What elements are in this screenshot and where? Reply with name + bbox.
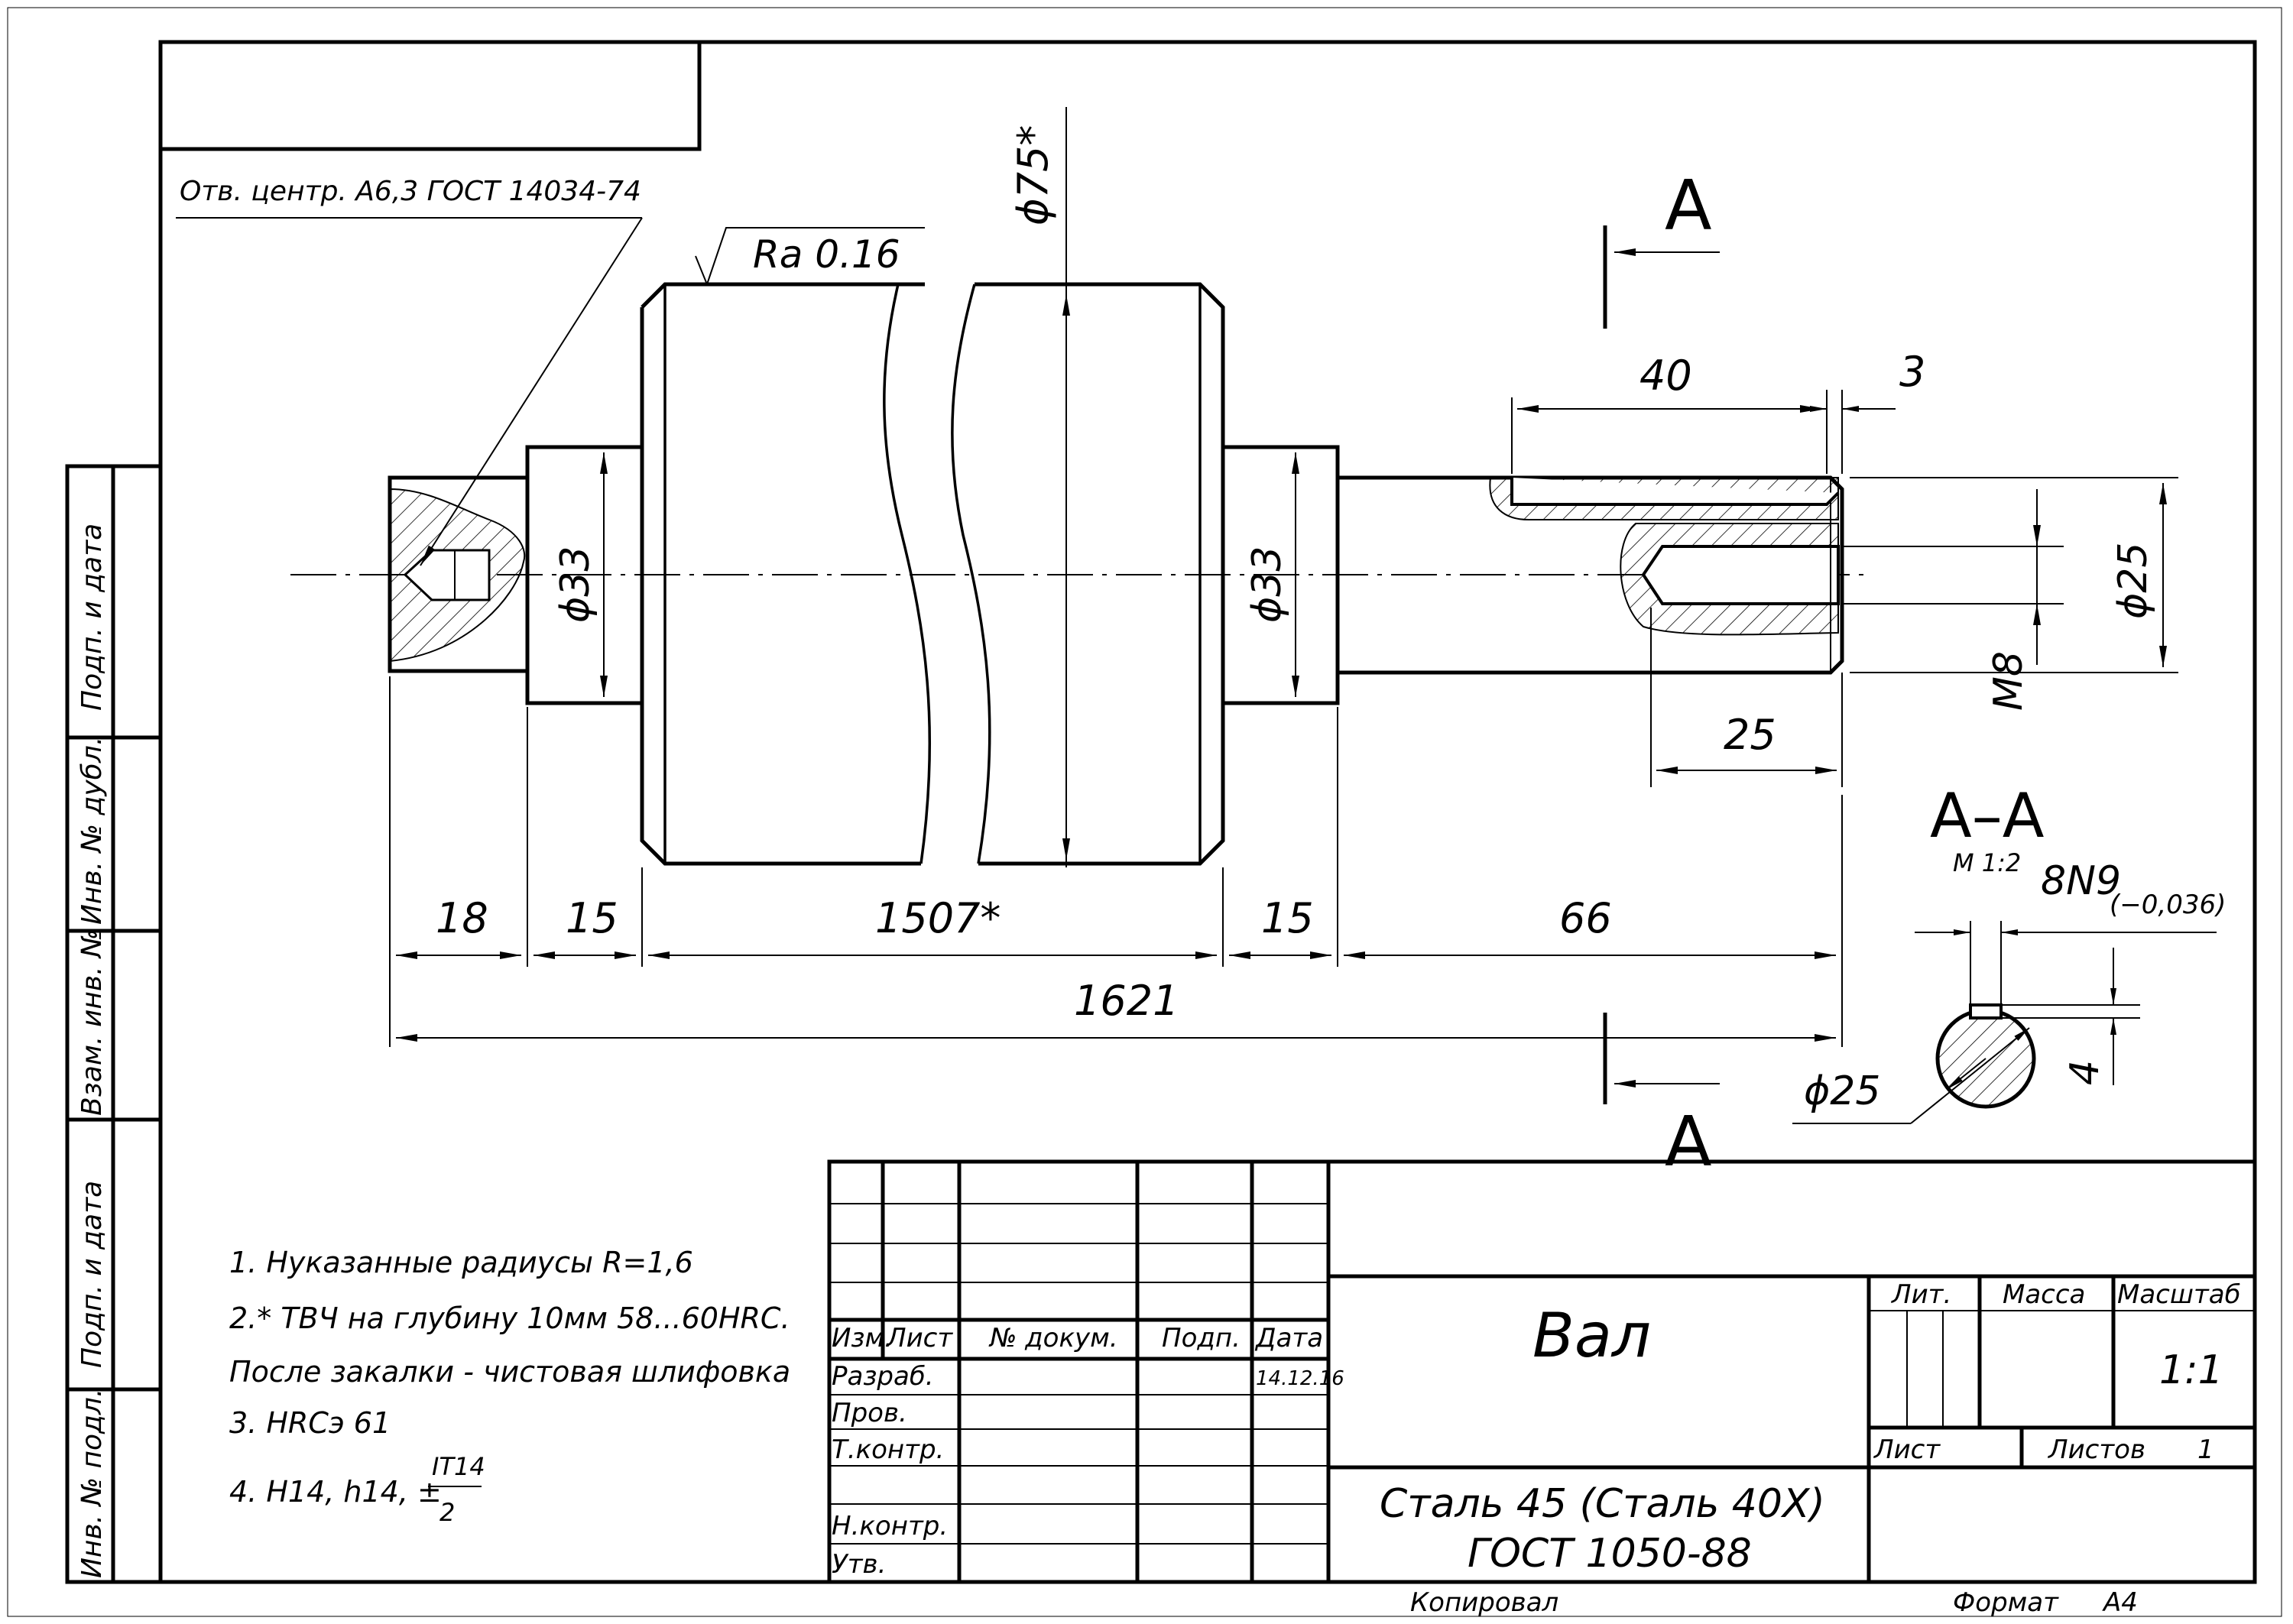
dim-l15-right: 15 — [1261, 894, 1314, 942]
tb-row-label: Т.контр. — [832, 1434, 944, 1465]
center-hole-note: Отв. центр. А6,3 ГОСТ 14034-74 — [176, 176, 643, 566]
technical-notes: 1. Нуказанные радиусы R=1,6 2.* ТВЧ на г… — [229, 1246, 790, 1527]
tb-kopiroval: Копировал — [1410, 1587, 1558, 1618]
dim-thread: М8 — [1986, 651, 2032, 711]
tb-masshtab: Масштаб — [2117, 1279, 2241, 1310]
tb-scale-value: 1:1 — [2159, 1347, 2223, 1393]
section-scale: М 1:2 — [1953, 848, 2021, 877]
tb-lit: Лит. — [1890, 1279, 1951, 1310]
dim-l1621: 1621 — [1074, 977, 1179, 1025]
roughness-mark: Ra 0.16 — [695, 227, 925, 285]
tb-header-data: Дата — [1254, 1323, 1323, 1353]
dim-d25-section: ϕ25 — [1804, 1068, 1880, 1114]
tb-row-label: Пров. — [832, 1398, 907, 1428]
tb-row-label: Утв. — [832, 1549, 886, 1580]
note-fraction-numerator: IT14 — [432, 1452, 485, 1481]
tb-material-standard: ГОСТ 1050-88 — [1468, 1531, 1752, 1577]
side-stamp-label: Подп. и дата — [76, 1181, 108, 1368]
dim-key-length: 40 — [1639, 352, 1692, 400]
dim-l66: 66 — [1559, 894, 1612, 942]
side-stamp-label: Взам. инв. № — [76, 929, 108, 1116]
side-stamp-label: Инв. № подл. — [76, 1389, 108, 1578]
tb-date: 14.12.16 — [1256, 1367, 1344, 1390]
shaft-main-view — [290, 282, 1865, 866]
tb-listov-value: 1 — [2197, 1434, 2214, 1465]
section-a-a: А–А М 1:2 8N9 (−0,036) 4 ϕ25 — [1792, 780, 2226, 1124]
dim-key-width: 8N9 — [2041, 858, 2121, 904]
dim-d25: ϕ25 — [2110, 543, 2156, 619]
tb-massa: Масса — [2003, 1279, 2085, 1310]
note-fraction-denominator: 2 — [439, 1498, 455, 1527]
tb-header-podp: Подп. — [1162, 1323, 1241, 1353]
note-line: 4. H14, h14, ± — [229, 1475, 442, 1509]
tb-part-name: Вал — [1532, 1300, 1651, 1371]
dim-d75: ϕ75* — [1009, 125, 1057, 225]
side-stamp-label: Подп. и дата — [76, 524, 108, 711]
top-left-stamp-box — [158, 40, 702, 151]
center-hole-note-text: Отв. центр. А6,3 ГОСТ 14034-74 — [180, 176, 641, 207]
dim-key-offset: 3 — [1899, 348, 1925, 396]
dim-key-depth: 4 — [2062, 1060, 2108, 1085]
tb-format-value: А4 — [2102, 1587, 2138, 1618]
right-end-journal — [1335, 475, 1844, 675]
tb-list: Лист — [1873, 1434, 1941, 1465]
tb-header-list: Лист — [885, 1323, 953, 1353]
tb-header-izm: Изм. — [832, 1323, 893, 1353]
note-line: 2.* ТВЧ на глубину 10мм 58...60HRC. — [229, 1301, 790, 1335]
dim-l1507: 1507* — [875, 894, 1001, 942]
dim-l18: 18 — [436, 894, 488, 942]
section-mark-top: А — [1603, 166, 1720, 329]
note-line: 3. HRCэ 61 — [229, 1406, 391, 1440]
tb-format: Формат — [1953, 1587, 2059, 1618]
dim-key-tolerance: (−0,036) — [2110, 890, 2226, 920]
roughness-text: Ra 0.16 — [753, 232, 900, 277]
dim-d33-right: ϕ33 — [1244, 546, 1290, 623]
side-stamp: Подп. и дата Инв. № дубл. Взам. инв. № П… — [65, 464, 163, 1584]
tb-row-label: Н.контр. — [832, 1511, 948, 1541]
tb-listov: Листов — [2047, 1434, 2145, 1465]
section-letter: А — [1665, 166, 1712, 246]
tb-row-label: Разраб. — [832, 1361, 934, 1392]
section-mark-bottom: А — [1603, 1013, 1720, 1182]
section-title: А–А — [1930, 780, 2045, 851]
note-line: 1. Нуказанные радиусы R=1,6 — [229, 1246, 693, 1279]
tb-header-doc: № докум. — [988, 1323, 1118, 1353]
dimensions: ϕ75* ϕ33 ϕ33 ϕ25 М8 40 3 25 — [389, 107, 2178, 1047]
side-stamp-label: Инв. № дубл. — [76, 737, 108, 925]
note-line: После закалки - чистовая шлифовка — [229, 1355, 790, 1389]
tb-material: Сталь 45 (Сталь 40Х) — [1380, 1481, 1825, 1527]
section-letter: А — [1665, 1102, 1712, 1182]
section-keyway — [1969, 1003, 2003, 1019]
dim-l15-left: 15 — [566, 894, 618, 942]
title-block: Изм. Лист № докум. Подп. Дата Разраб. Пр… — [827, 1159, 2257, 1618]
dim-d33-left: ϕ33 — [553, 546, 598, 623]
dim-thread-depth: 25 — [1724, 711, 1776, 759]
